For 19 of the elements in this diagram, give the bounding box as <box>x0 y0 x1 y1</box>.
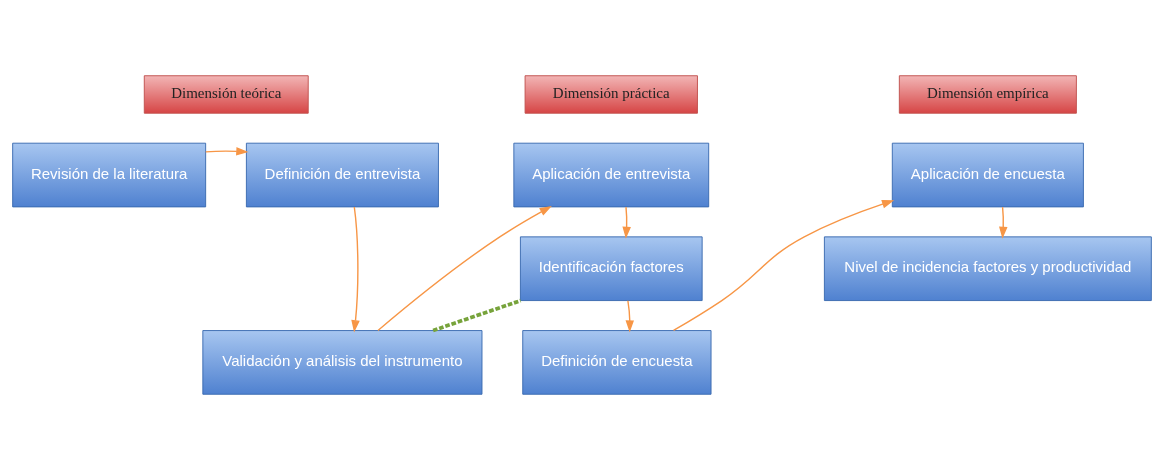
arrow <box>622 206 631 239</box>
node-box: Revisión de la literatura <box>12 142 207 208</box>
arrow <box>351 206 360 333</box>
connector <box>432 298 522 333</box>
node-box: Validación y análisis del instrumento <box>202 330 483 395</box>
node-box: Definición de encuesta <box>522 330 712 395</box>
node-box: Dimensión práctica <box>524 75 698 114</box>
arrow <box>999 206 1008 239</box>
arrow <box>625 300 635 333</box>
arrow <box>205 147 249 156</box>
node-box: Dimensión empírica <box>898 75 1077 114</box>
arrow <box>377 206 552 332</box>
node-box: Aplicación de entrevista <box>513 142 710 208</box>
node-box: Identificación factores <box>519 236 703 302</box>
arrow <box>672 200 895 332</box>
node-box: Definición de entrevista <box>245 142 439 208</box>
node-box: Nivel de incidencia factores y productividad <box>823 236 1152 302</box>
node-box: Dimensión teórica <box>143 75 309 114</box>
node-box: Aplicación de encuesta <box>891 142 1084 208</box>
